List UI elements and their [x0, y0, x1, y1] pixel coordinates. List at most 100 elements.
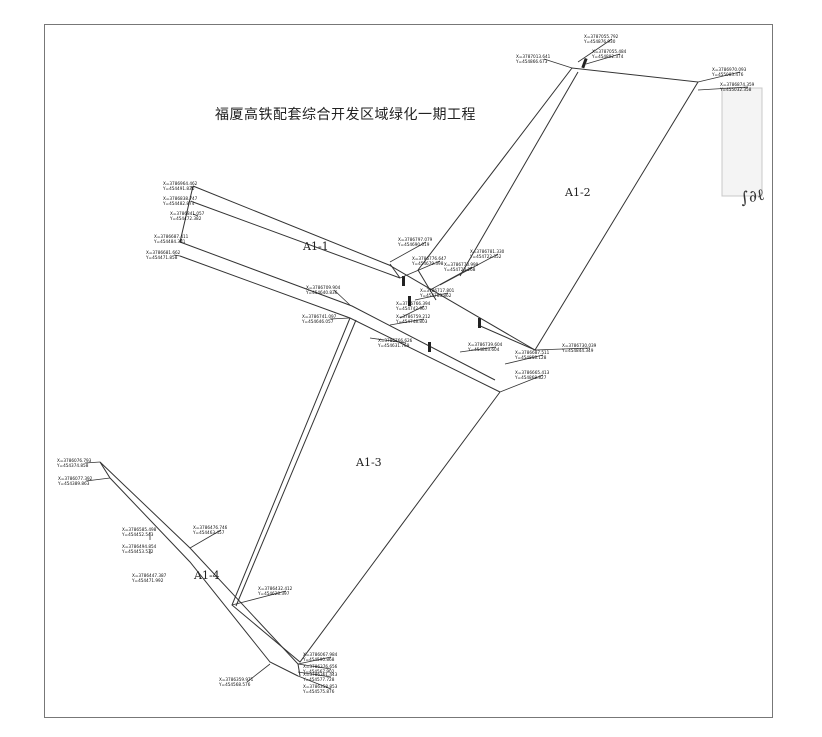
leader-line	[429, 266, 473, 291]
coordinate-y-label: Y=454876.930	[583, 39, 616, 44]
leader-line	[414, 292, 449, 301]
coordinate-x-label: X=3786709.904	[306, 285, 341, 290]
coordinate-y-label: Y=454723.268	[443, 267, 476, 272]
a1-1-cap-mid2	[417, 269, 437, 301]
coordinate-y-label: Y=454868.827	[514, 375, 547, 380]
coordinate-y-label: Y=454471.858	[145, 255, 178, 260]
zone-label-a1-1: A1-1	[302, 240, 329, 253]
a1-1-boundary-low	[179, 255, 501, 393]
coordinate-x-label: X=3786970.093	[712, 67, 747, 72]
drawing-frame	[44, 24, 773, 718]
coordinate-x-label: X=3787055.792	[584, 34, 619, 39]
leader-line	[697, 71, 741, 83]
coordinate-y-label: Y=454482.874	[162, 201, 195, 206]
zone-label-a1-2: A1-2	[564, 186, 591, 199]
coordinate-x-label: X=3786432.412	[258, 586, 293, 591]
coordinate-y-label: Y=454463.457	[192, 530, 225, 535]
coordinate-x-label: X=3786841.057	[170, 211, 205, 216]
coordinate-x-label: X=3786687.511	[515, 350, 550, 355]
coordinate-y-label: Y=454640.836	[305, 290, 338, 295]
coordinate-labels: X=3786964.462Y=454491.830X=3786838.747Y=…	[56, 34, 755, 694]
coordinate-x-label: X=3786476.746	[193, 525, 228, 530]
coordinate-y-label: Y=454631.769	[377, 343, 410, 348]
a1-4-boundary-inner	[109, 477, 299, 677]
leader-line	[84, 461, 101, 464]
leader-line	[297, 663, 332, 670]
coordinate-x-label: X=3786838.747	[163, 196, 198, 201]
leader-line	[190, 185, 194, 191]
dimension-mark	[581, 57, 588, 69]
leader-line	[369, 337, 407, 344]
coordinate-y-label: Y=455032.358	[719, 87, 752, 92]
a1-4-boundary-outer	[99, 461, 301, 677]
leader-line	[297, 675, 332, 690]
leader-line	[189, 529, 222, 549]
leader-line	[534, 347, 591, 351]
leader-line	[246, 663, 271, 683]
coordinate-y-label: Y=454646.057	[301, 319, 334, 324]
coordinate-y-label: Y=454374.858	[56, 463, 89, 468]
leader-line	[85, 477, 111, 482]
coordinate-y-label: Y=454858.128	[514, 355, 547, 360]
leader-line	[585, 53, 621, 65]
coordinate-x-label: X=3786766.394	[396, 301, 431, 306]
a1-2-boundary	[417, 67, 699, 351]
zone-label-a1-4: A1-4	[193, 569, 220, 582]
coordinate-x-label: X=3786741.097	[302, 314, 337, 319]
coordinate-y-label: Y=454472.382	[169, 216, 202, 221]
coordinate-x-label: X=3786076.793	[57, 458, 92, 463]
a1-3-boundary	[231, 317, 501, 663]
coordinate-x-label: X=3786077.392	[58, 476, 93, 481]
leader-line	[389, 318, 425, 326]
coordinate-x-label: X=3786776.647	[412, 256, 447, 261]
leader-line	[399, 260, 441, 279]
coordinate-x-label: X=3786067.984	[303, 652, 338, 657]
leader-line	[231, 590, 287, 606]
leader-line	[389, 241, 427, 263]
coordinate-x-label: X=3786797.079	[398, 237, 433, 242]
coordinate-x-label: X=3786687.411	[154, 234, 189, 239]
coordinate-y-label: Y=454866.673	[515, 59, 548, 64]
coordinate-y-label: Y=454742.967	[395, 306, 428, 311]
leader-line	[577, 38, 613, 63]
dimension-mark	[428, 342, 431, 352]
a1-2-inner-line	[459, 71, 579, 277]
coordinate-y-label: Y=454575.876	[302, 689, 335, 694]
coordinate-x-label: X=3786358.853	[303, 684, 338, 689]
coordinate-y-label: Y=454748.803	[395, 319, 428, 324]
a1-3-inner	[235, 319, 357, 607]
leader-line	[504, 354, 544, 365]
coordinate-y-label: Y=454567.902	[302, 669, 335, 674]
a1-1-cap-left	[179, 185, 194, 243]
leader-line	[543, 58, 573, 69]
coordinate-y-label: Y=454690.019	[397, 242, 430, 247]
coordinate-y-label: Y=454389.863	[57, 481, 90, 486]
coordinate-y-label: Y=454679.398	[411, 261, 444, 266]
leader-line	[499, 374, 544, 393]
coordinate-x-label: X=3786781.330	[470, 249, 505, 254]
coordinate-x-label: X=3786730.039	[562, 343, 597, 348]
leader-line	[190, 200, 194, 203]
leader-line	[329, 317, 351, 320]
coordinate-y-label: Y=454590.868	[302, 657, 335, 662]
coordinate-y-label: Y=454484.381	[153, 239, 186, 244]
